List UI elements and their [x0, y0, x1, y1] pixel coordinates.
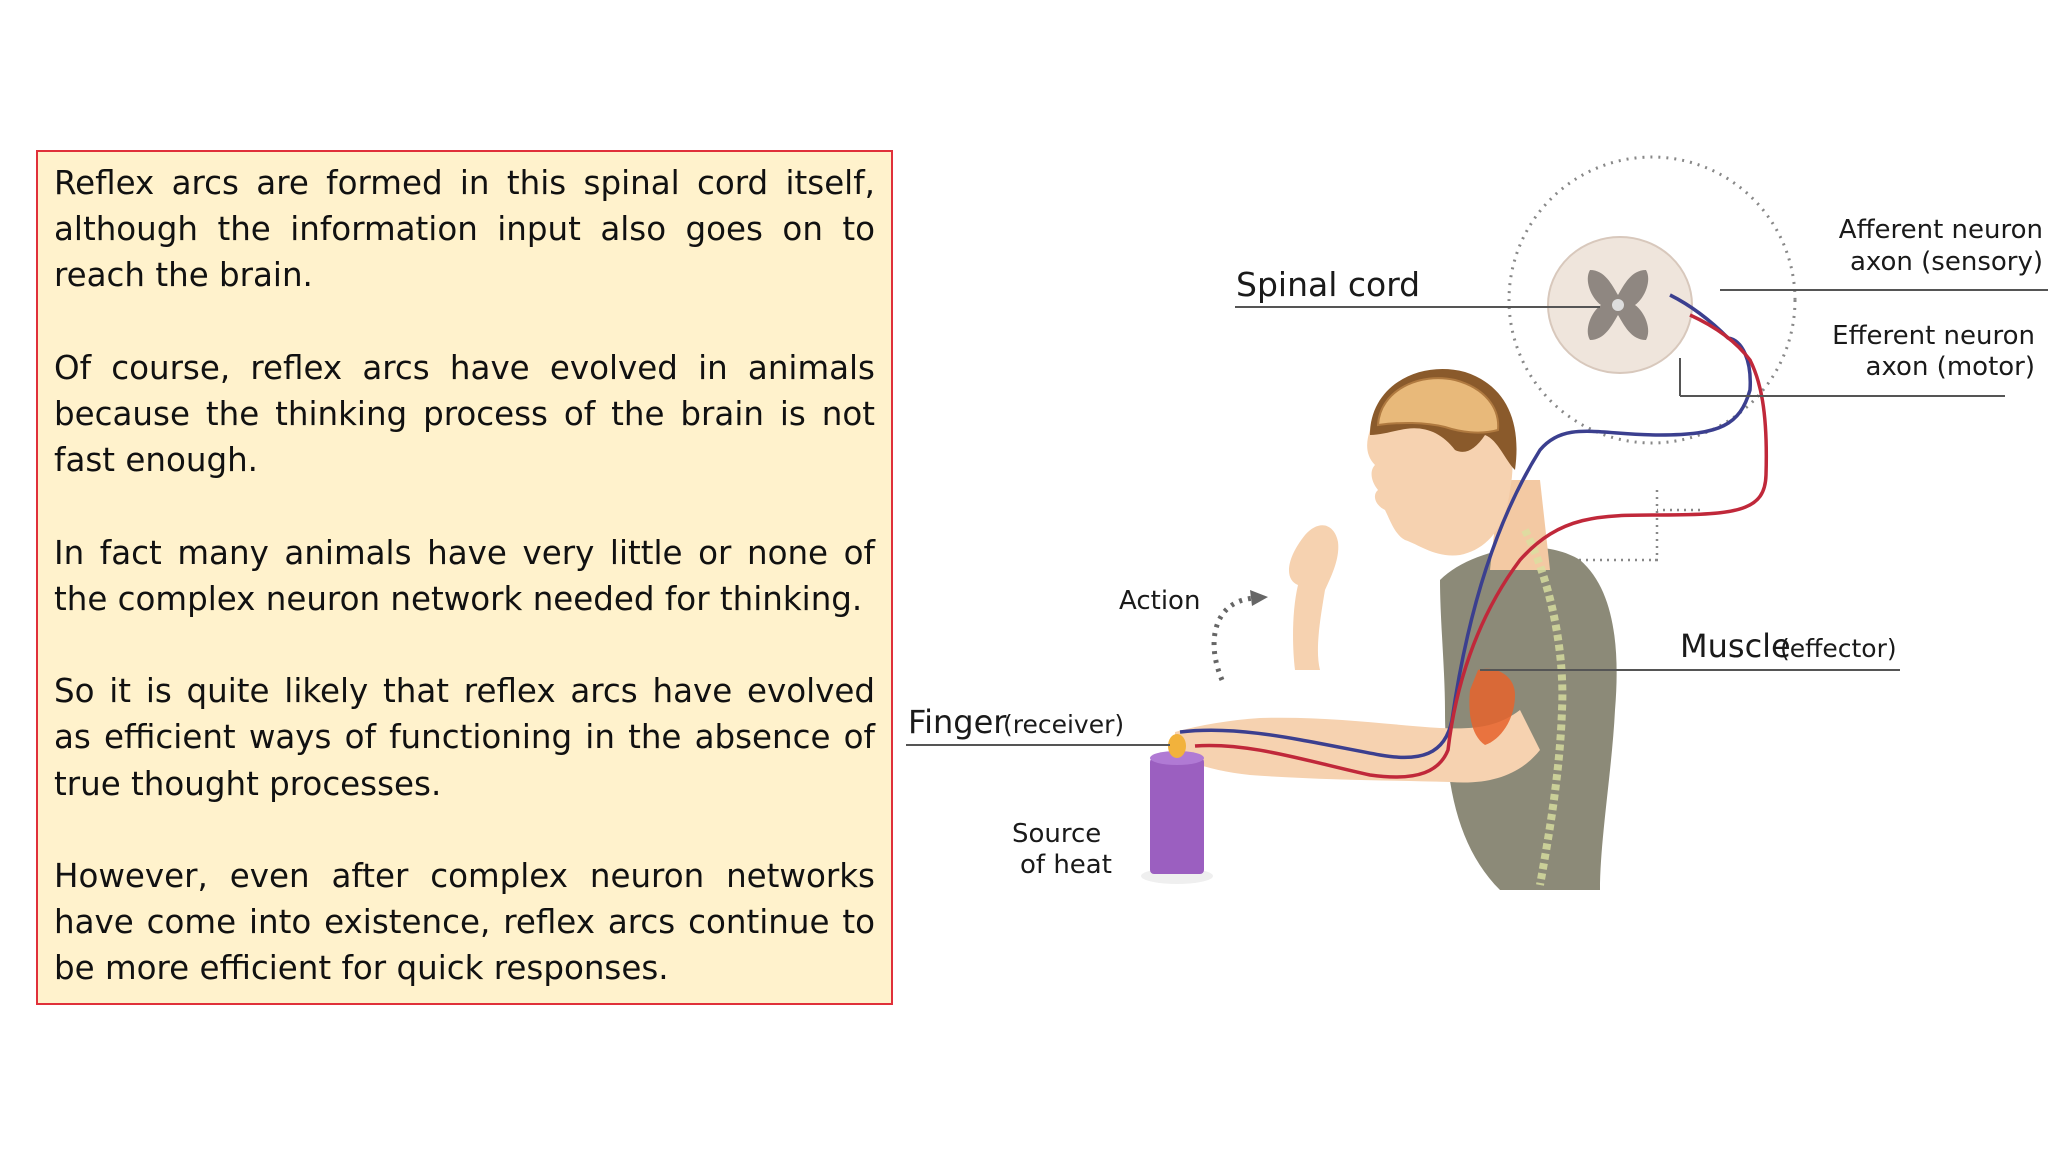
muscle-label: Muscle	[1680, 627, 1791, 665]
explanation-text-box: Reflex arcs are formed in this spinal co…	[36, 150, 893, 1005]
paragraph-4: So it is quite likely that reflex arcs h…	[54, 672, 875, 803]
spinal-cord-label: Spinal cord	[1236, 265, 1420, 304]
finger-label: Finger	[908, 703, 1007, 741]
extended-arm	[1175, 710, 1540, 783]
paragraph-5: However, even after complex neuron netwo…	[54, 856, 875, 988]
paragraph-2: Of course, reflex arcs have evolved in a…	[54, 348, 875, 480]
afferent-axon-label: axon (sensory)	[1850, 247, 2043, 277]
efferent-neuron-label: Efferent neuron	[1832, 321, 2035, 351]
action-arrowhead-icon	[1250, 590, 1268, 606]
spine-outline	[1521, 528, 1567, 886]
torso-shirt	[1440, 547, 1617, 890]
afferent-neuron-label: Afferent neuron	[1839, 215, 2043, 245]
motor-neuron-path	[1194, 313, 1769, 779]
brain	[1376, 377, 1500, 434]
spinal-cord-cross-section	[1547, 236, 1693, 374]
leader-lines	[906, 289, 2048, 746]
reflex-arc-diagram: Spinal cord Afferent neuron axon (sensor…	[906, 155, 2048, 890]
person-figure	[1175, 369, 1617, 890]
action-arrow	[1211, 595, 1256, 681]
raised-arm	[1288, 525, 1339, 670]
source-label: Source	[1012, 819, 1101, 849]
paragraph-1: Reflex arcs are formed in this spinal co…	[54, 164, 875, 295]
paragraph-3: In fact many animals have very little or…	[54, 533, 875, 618]
finger-receiver-label: (receiver)	[1003, 710, 1124, 739]
of-heat-label: of heat	[1020, 850, 1112, 880]
muscle-highlight	[1469, 668, 1515, 745]
efferent-axon-label: axon (motor)	[1866, 352, 2035, 382]
muscle-effector-label: (effector)	[1780, 634, 1897, 663]
spinal-cord-zoom-circle	[1507, 155, 1797, 445]
zoom-connector-lines	[1560, 490, 1700, 562]
action-label: Action	[1119, 586, 1200, 616]
source-of-heat-candle	[1141, 734, 1213, 884]
